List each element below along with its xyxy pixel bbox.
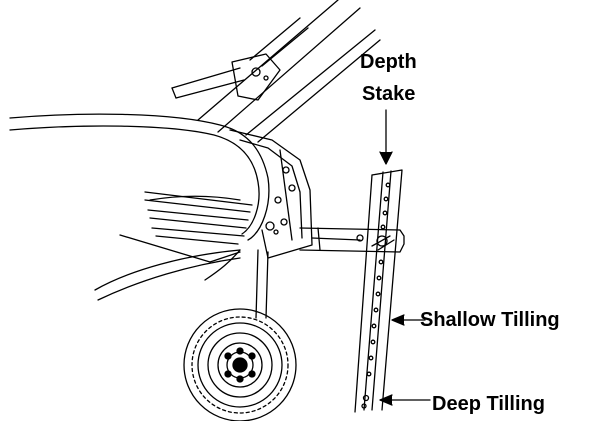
arrow-depth-stake bbox=[379, 109, 393, 165]
tine-shield bbox=[9, 113, 270, 301]
deep-tilling-label: Deep Tilling bbox=[432, 393, 545, 415]
depth-stake-label-line1: Depth bbox=[360, 51, 417, 73]
handlebar bbox=[197, 0, 381, 143]
arrow-shallow-tilling bbox=[391, 314, 426, 326]
wheel bbox=[183, 308, 297, 421]
wheel-strut bbox=[255, 249, 269, 319]
depth-stake-label-line2: Stake bbox=[362, 83, 416, 105]
depth-stake bbox=[354, 169, 403, 413]
transmission-housing bbox=[229, 129, 313, 259]
arrow-deep-tilling bbox=[379, 394, 431, 406]
depth-bar bbox=[299, 227, 405, 253]
shallow-tilling-label: Shallow Tilling bbox=[420, 309, 560, 331]
control-lever bbox=[171, 53, 281, 101]
